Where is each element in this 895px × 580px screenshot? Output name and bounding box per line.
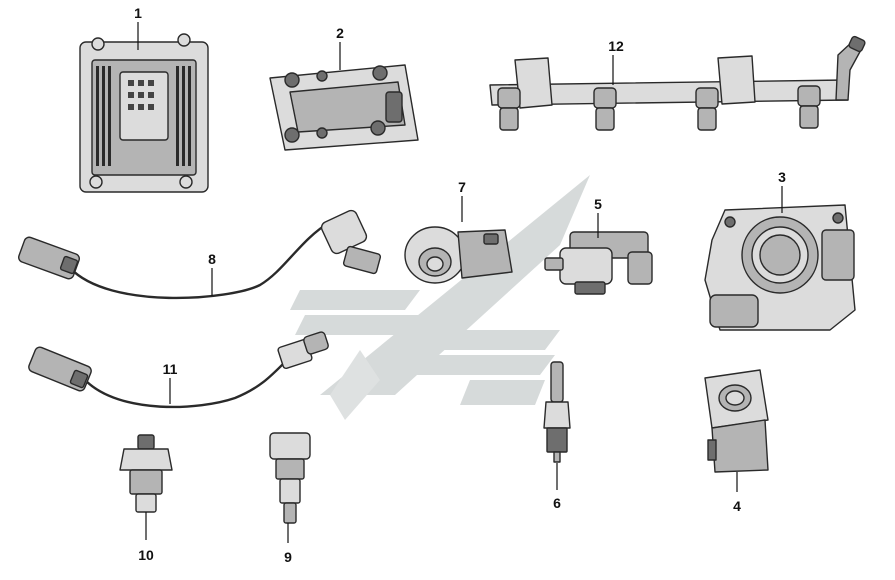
callout-4: 4 <box>733 472 741 514</box>
callout-10: 10 <box>138 512 154 563</box>
map-sensor-part <box>704 369 769 473</box>
callout-3: 3 <box>778 169 786 213</box>
callout-6-label: 6 <box>553 495 561 511</box>
ecu-part <box>79 33 209 193</box>
callout-7: 7 <box>458 179 466 222</box>
callout-4-label: 4 <box>733 498 741 514</box>
knock-sensor-part <box>404 226 513 284</box>
fuel-rail-part <box>489 35 866 131</box>
callout-8: 8 <box>208 251 216 296</box>
callout-5-label: 5 <box>594 196 602 212</box>
callout-9-label: 9 <box>284 549 292 565</box>
callout-12-label: 12 <box>608 38 624 54</box>
ignition-coil-part <box>269 64 419 151</box>
callout-7-label: 7 <box>458 179 466 195</box>
pressure-switch-part <box>119 434 173 513</box>
callout-1-label: 1 <box>134 5 142 21</box>
callout-1: 1 <box>134 5 142 50</box>
temperature-sensor-part <box>269 432 311 524</box>
crank-sensor-part <box>18 209 382 300</box>
callout-9: 9 <box>284 523 292 565</box>
throttle-body-part <box>704 204 856 331</box>
callout-11: 11 <box>163 361 178 404</box>
purge-valve-part <box>544 231 653 295</box>
callout-11-label: 11 <box>163 361 178 377</box>
watermark-logo <box>290 175 590 420</box>
callout-5: 5 <box>594 196 602 238</box>
callout-6: 6 <box>553 463 561 511</box>
oxygen-sensor-part <box>28 331 329 409</box>
callout-2: 2 <box>336 25 344 70</box>
callout-2-label: 2 <box>336 25 344 41</box>
callout-8-label: 8 <box>208 251 216 267</box>
callout-12: 12 <box>608 38 624 85</box>
callout-3-label: 3 <box>778 169 786 185</box>
spark-plug-part <box>543 361 571 463</box>
callout-10-label: 10 <box>138 547 154 563</box>
